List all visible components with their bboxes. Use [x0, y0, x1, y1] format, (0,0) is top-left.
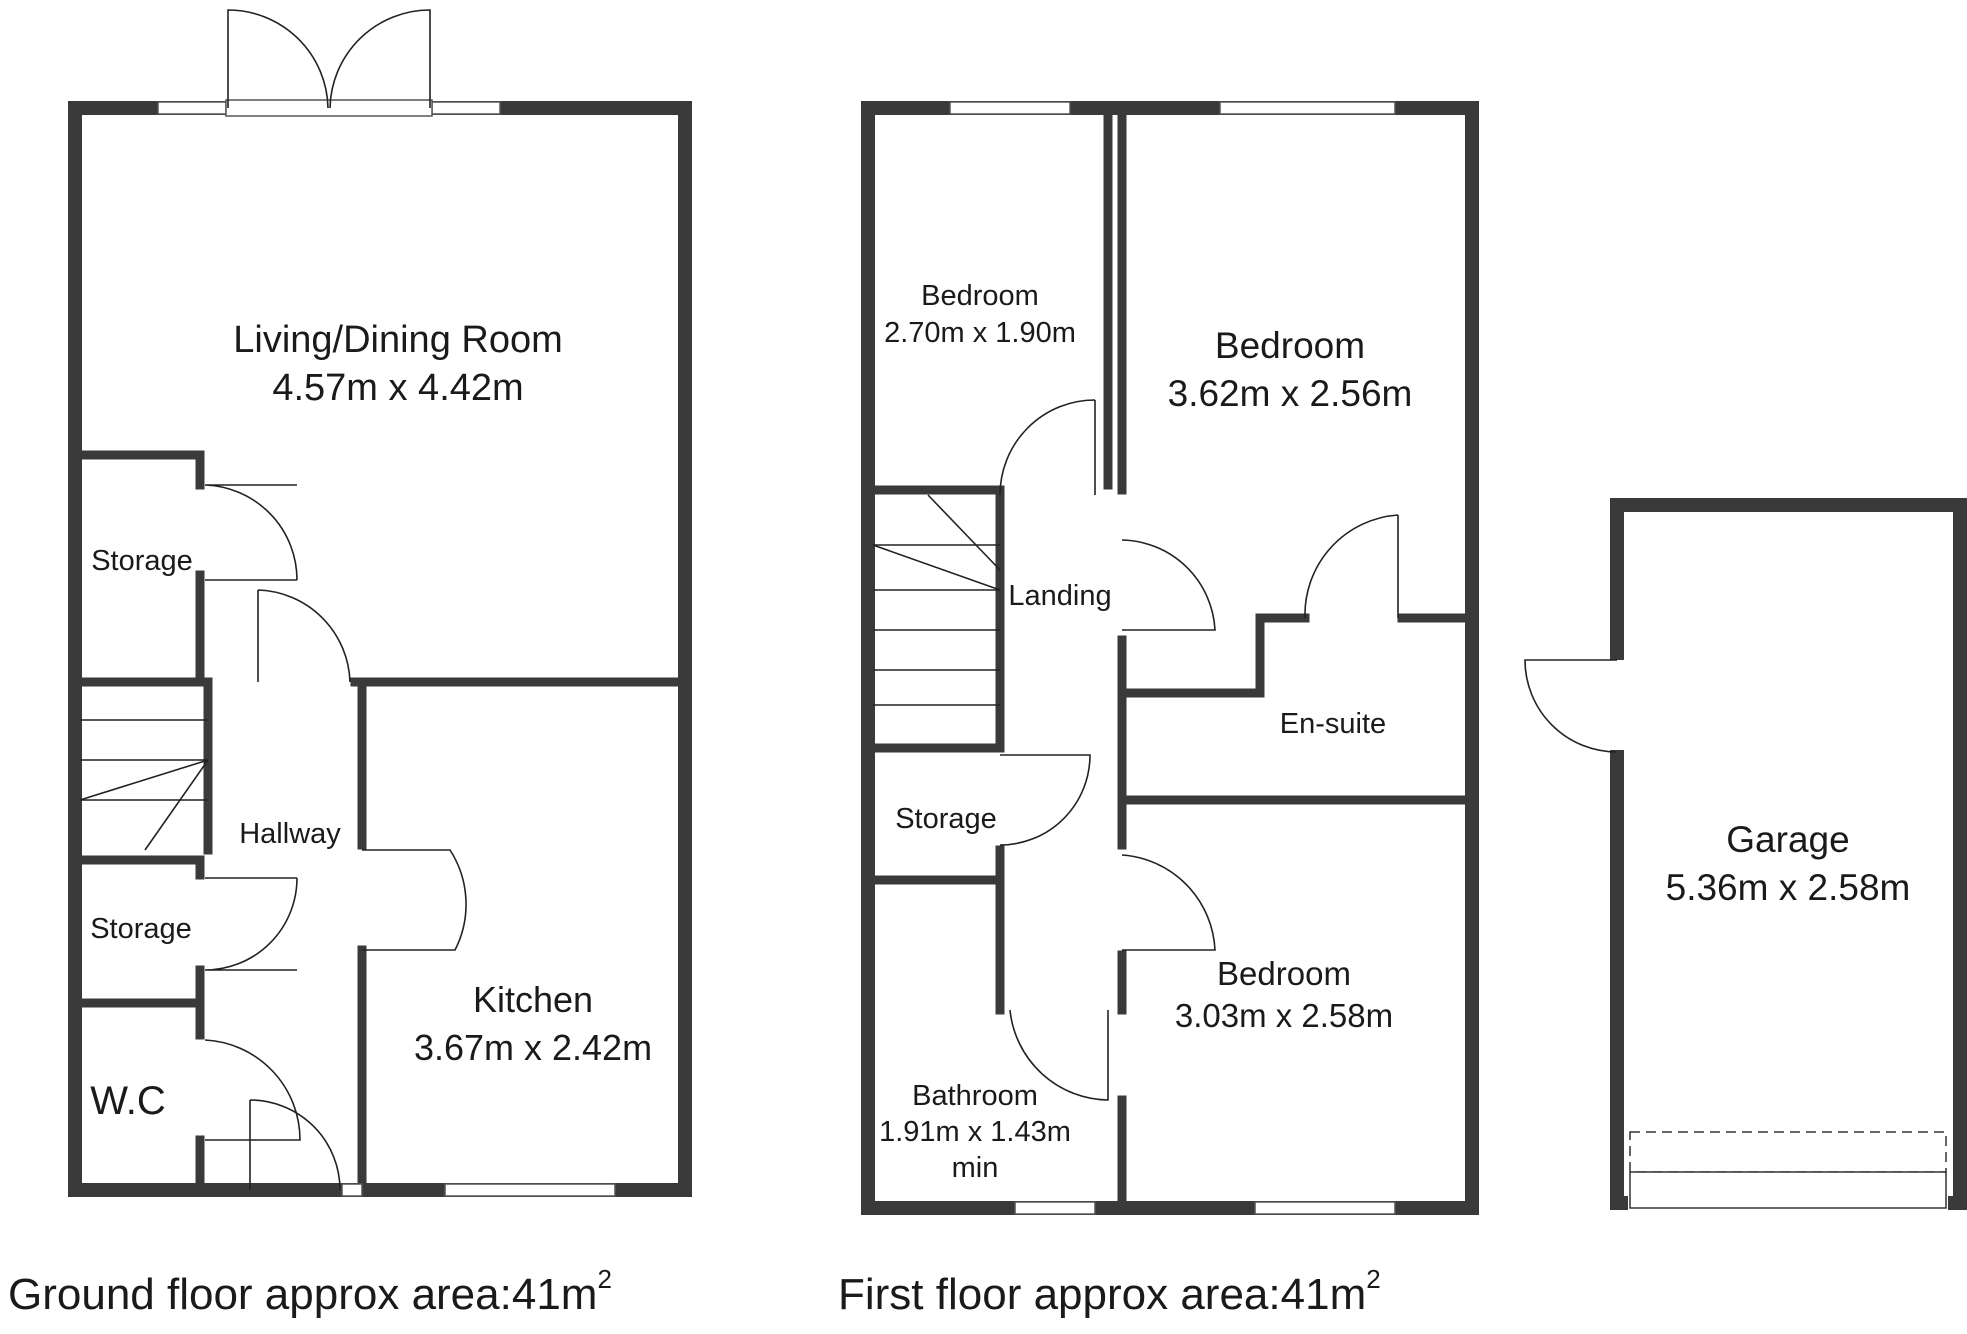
room-name: Bedroom — [1217, 955, 1351, 992]
storage-door — [204, 484, 298, 581]
room-name: Storage — [90, 913, 192, 945]
room-name: Landing — [1008, 580, 1111, 612]
hallway-door — [257, 589, 351, 683]
window — [431, 101, 501, 115]
caption-superscript: 2 — [1366, 1264, 1381, 1294]
ground-floor-outer-wall — [68, 101, 692, 1197]
bedroom-door — [999, 399, 1096, 496]
room-name: W.C — [90, 1079, 166, 1123]
first-floor: Bedroom 2.70m x 1.90m Bedroom 3.62m x 2.… — [861, 101, 1479, 1215]
caption-text: Ground floor approx area:41m — [8, 1270, 598, 1319]
window — [949, 101, 1071, 115]
room-size: 3.67m x 2.42m — [414, 1027, 652, 1068]
room-size: 4.57m x 4.42m — [272, 367, 523, 409]
storage-door — [204, 877, 298, 971]
room-name: Storage — [895, 803, 997, 835]
ground-floor: Living/Dining Room 4.57m x 4.42m Storage… — [68, 9, 692, 1197]
caption-superscript: 2 — [597, 1264, 612, 1294]
room-name: En-suite — [1280, 708, 1386, 740]
first-floor-area-caption: First floor approx area:41m2 — [838, 1264, 1381, 1320]
wc-door — [204, 1039, 301, 1141]
bedroom-door — [1121, 539, 1216, 631]
front-door — [249, 1099, 341, 1191]
french-door-left — [227, 9, 329, 109]
room-name: Bathroom — [912, 1080, 1038, 1112]
window — [1219, 101, 1396, 115]
room-name: Garage — [1726, 819, 1849, 860]
caption-text: First floor approx area:41m — [838, 1270, 1367, 1319]
room-name: Storage — [91, 545, 193, 577]
first-floor-outer-wall — [861, 101, 1479, 1215]
room-name: Kitchen — [473, 979, 593, 1020]
garage-side-door — [1524, 659, 1618, 753]
garage-door — [1629, 1171, 1947, 1209]
french-door-right — [329, 9, 431, 109]
stairs — [79, 719, 209, 851]
room-size: 5.36m x 2.58m — [1666, 867, 1911, 908]
door-opening — [1608, 660, 1626, 750]
garage: Garage 5.36m x 2.58m — [1524, 498, 1967, 1210]
storage-door — [999, 754, 1091, 846]
room-size: 1.91m x 1.43m — [879, 1116, 1071, 1148]
ground-floor-area-caption: Ground floor approx area:41m2 — [8, 1264, 612, 1320]
room-name: Hallway — [239, 818, 341, 850]
window — [1254, 1201, 1396, 1215]
door-opening — [225, 99, 433, 117]
door-opening — [341, 1183, 363, 1197]
window — [157, 101, 227, 115]
room-size: 3.62m x 2.56m — [1168, 373, 1413, 414]
room-size: 3.03m x 2.58m — [1175, 997, 1393, 1034]
window — [1014, 1201, 1096, 1215]
ensuite-door — [1304, 514, 1399, 619]
bedroom-door — [1121, 854, 1216, 951]
room-size: 2.70m x 1.90m — [884, 317, 1076, 349]
bathroom-door — [1009, 1009, 1109, 1101]
stairs — [872, 494, 1001, 706]
garage-outer-wall — [1610, 498, 1967, 1210]
kitchen-door — [362, 849, 467, 951]
room-name: Living/Dining Room — [233, 319, 563, 361]
room-note: min — [952, 1152, 999, 1184]
room-name: Bedroom — [921, 280, 1039, 312]
window — [444, 1183, 616, 1197]
room-name: Bedroom — [1215, 325, 1365, 366]
